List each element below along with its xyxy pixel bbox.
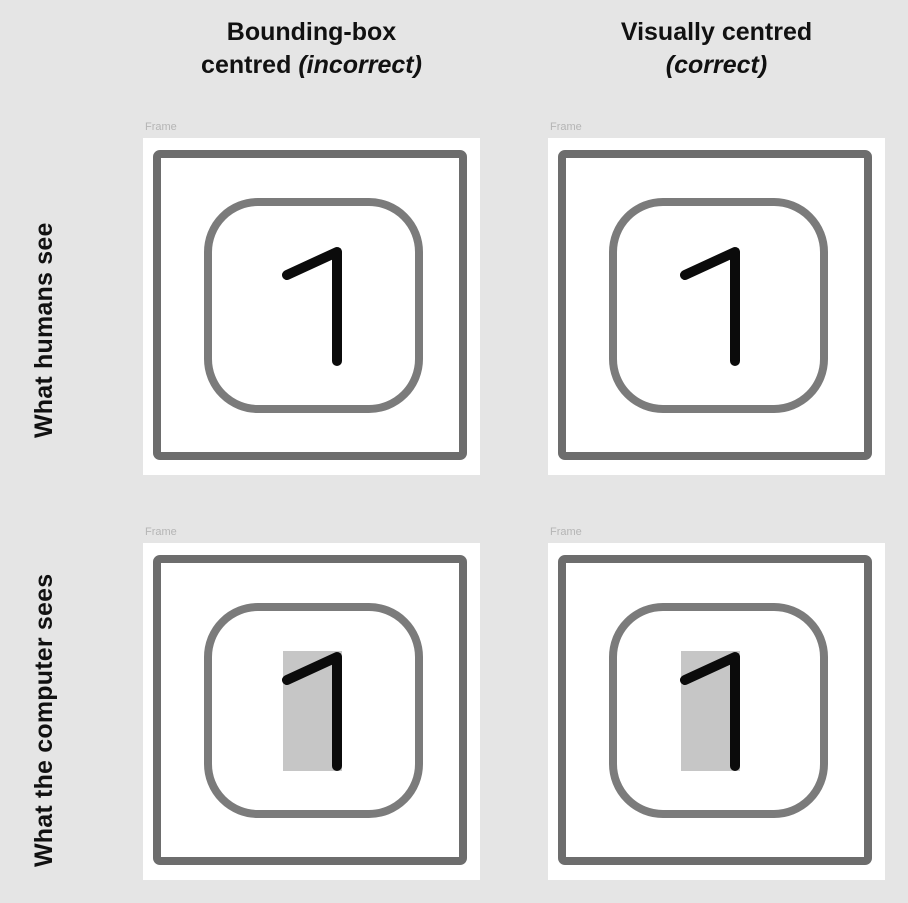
header-line2-italic: (incorrect): [298, 51, 422, 79]
column-header-visually-centred: Visually centred (correct): [548, 16, 885, 82]
outer-square: [153, 555, 467, 865]
frame-label: Frame: [145, 121, 177, 133]
column-header-bounding-box-centred: Bounding-box centred (incorrect): [143, 16, 480, 82]
digit-one-glyph: [680, 247, 740, 366]
frame-label: Frame: [550, 121, 582, 133]
frame-label: Frame: [145, 526, 177, 538]
outer-square: [558, 150, 872, 460]
row-label-what-the-computer-sees: What the computer sees: [30, 573, 58, 867]
panel-computer-visually-centred: Frame: [548, 526, 885, 880]
header-line2-plain: centred: [201, 51, 299, 79]
panel-humans-bbox-centred: Frame: [143, 121, 480, 475]
digit-one-glyph: [282, 247, 342, 366]
digit-one-glyph: [680, 652, 740, 771]
header-line1: Bounding-box: [226, 18, 397, 46]
inner-rounded-square: [204, 198, 423, 413]
row-label-what-humans-see: What humans see: [30, 222, 58, 438]
inner-rounded-square: [609, 198, 828, 413]
panel-humans-visually-centred: Frame: [548, 121, 885, 475]
digit-one-glyph: [282, 652, 342, 771]
inner-rounded-square: [204, 603, 423, 818]
frame-label: Frame: [550, 526, 582, 538]
outer-square: [558, 555, 872, 865]
panel-computer-bbox-centred: Frame: [143, 526, 480, 880]
inner-rounded-square: [609, 603, 828, 818]
outer-square: [153, 150, 467, 460]
header-line2-italic: (correct): [665, 51, 768, 79]
header-line1: Visually centred: [620, 18, 813, 46]
